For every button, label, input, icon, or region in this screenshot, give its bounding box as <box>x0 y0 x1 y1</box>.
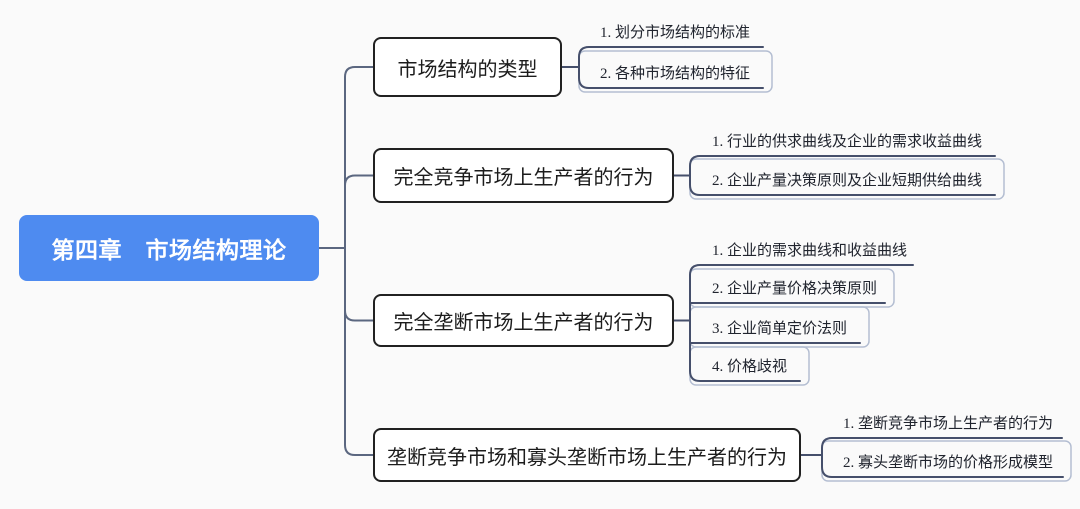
leaf-node[interactable]: 1. 企业的需求曲线和收益曲线 <box>712 243 908 259</box>
leaf-node[interactable]: 1. 划分市场结构的标准 <box>600 25 751 41</box>
connector-branch3-stub <box>344 309 374 322</box>
branch-node-perfect-competition[interactable]: 完全竞争市场上生产者的行为 <box>373 148 674 203</box>
leaf-node[interactable]: 2. 企业产量价格决策原则 <box>712 281 878 297</box>
leaf-node[interactable]: 2. 各种市场结构的特征 <box>600 66 751 82</box>
branch-node-market-structure-types[interactable]: 市场结构的类型 <box>373 37 562 97</box>
connector-group4-bracket <box>821 437 1064 478</box>
leaf-node[interactable]: 4. 价格歧视 <box>712 359 788 375</box>
branch-node-perfect-monopoly[interactable]: 完全垄断市场上生产者的行为 <box>373 294 674 347</box>
leaf-node[interactable]: 3. 企业简单定价法则 <box>712 321 848 337</box>
connector-group2-bracket <box>689 155 996 196</box>
leaf-node[interactable]: 1. 行业的供求曲线及企业的需求收益曲线 <box>712 134 983 150</box>
leaf-node[interactable]: 2. 寡头垄断市场的价格形成模型 <box>843 455 1054 471</box>
connector-group3-bracket <box>689 264 914 382</box>
main-connectors <box>318 66 374 456</box>
root-node[interactable]: 第四章 市场结构理论 <box>19 215 319 281</box>
connector-group1-bracket <box>578 46 764 89</box>
branch-node-monopolistic-oligopoly[interactable]: 垄断竞争市场和寡头垄断市场上生产者的行为 <box>373 428 801 482</box>
connector-main-trunk <box>344 66 374 456</box>
leaf-node[interactable]: 1. 垄断竞争市场上生产者的行为 <box>843 416 1054 432</box>
leaf-connectors <box>561 46 1064 478</box>
leaf-node[interactable]: 2. 企业产量决策原则及企业短期供给曲线 <box>712 173 983 189</box>
connector-branch2-stub <box>344 174 374 187</box>
